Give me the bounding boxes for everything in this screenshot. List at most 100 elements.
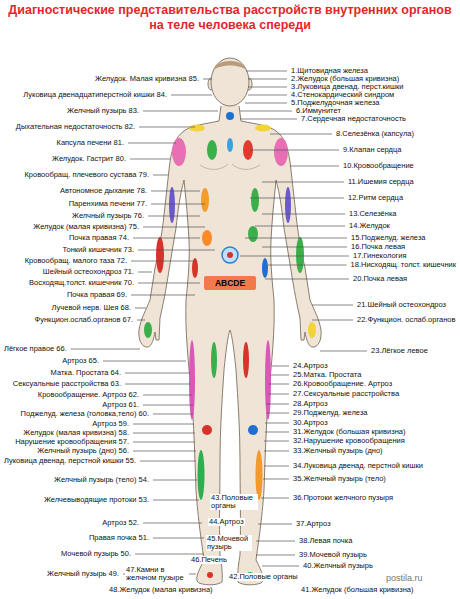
callout-label: Кровообращ. плечевого сустава 79. <box>23 171 150 179</box>
callout-label: Шейный остеохондроз 71. <box>42 268 135 276</box>
leader-line <box>248 87 287 88</box>
callout-label: Желчный пузырь 83. <box>66 107 140 115</box>
leader-line <box>268 384 289 385</box>
callout-label: Лучевой нерв. Шея 68. <box>51 304 132 312</box>
callout-label: Артроз 61. <box>101 401 140 409</box>
callout-label: Артроз 52. <box>101 519 140 527</box>
callout-label: Тонкий кишечник 73. <box>62 246 136 254</box>
leader-line <box>262 566 299 567</box>
callout-label: 22.Функцион. ослаб.органов <box>356 316 457 324</box>
leader-line <box>261 498 289 499</box>
watermark: postila.ru <box>385 573 424 583</box>
leader-line <box>263 479 289 480</box>
leader-line <box>130 159 170 160</box>
callout-label: 9.Клапан сердца <box>342 146 402 154</box>
callout-label: 18.Нисходящ. толст. кишечник <box>350 261 457 269</box>
callout-label: 21.Шейный остеохондроз <box>356 301 447 309</box>
leader-line <box>262 247 347 248</box>
leader-line <box>153 480 197 481</box>
callout-label: 48.Желудок (малая кривизна) <box>108 586 214 594</box>
callout-label: Лёгкое правое 66. <box>3 345 68 353</box>
leader-line <box>139 127 195 128</box>
callout-label: 17.Гинекология <box>352 252 408 260</box>
callout-label: Сексуальные расстройства 63. <box>12 380 122 388</box>
callout-label: 28.Артроз <box>292 400 329 408</box>
leader-line <box>148 216 200 217</box>
leader-line <box>266 404 289 405</box>
callout-label: Желудок. Малая кривизна 85. <box>94 75 200 83</box>
callout-label: 38.Левая почка <box>298 537 353 545</box>
callout-label: 37.Артроз <box>295 520 332 528</box>
leader-line <box>240 119 297 120</box>
leader-line <box>103 361 186 362</box>
callout-label: 30.Артроз <box>292 419 329 427</box>
leader-line <box>153 414 193 415</box>
callout-label: 44.Артроз <box>208 518 245 526</box>
leader-line <box>135 554 204 555</box>
callout-label: 41.Желудок (большая кривизна) <box>300 586 414 594</box>
callout-label: Луковица двенад. перстной кишки 55. <box>3 457 137 465</box>
callout-label: Автономное дыхание 78. <box>59 187 148 195</box>
leader-line <box>203 79 212 80</box>
leader-line <box>245 103 287 104</box>
leader-line <box>128 143 176 144</box>
callout-label: Желчный пузырь 49. <box>46 570 120 578</box>
callout-label: 29.Поджелуд. железа <box>292 409 369 417</box>
callout-label: 26.Кровообращение. Артроз <box>292 380 393 388</box>
callout-label: 34.Луковица двенад. перстной кишки <box>292 462 424 470</box>
leader-line <box>133 433 195 434</box>
leader-line <box>143 395 192 396</box>
callout-label: 10.Кровообращение <box>342 162 415 170</box>
leader-line <box>266 413 289 414</box>
leader-line <box>133 238 200 239</box>
leader-line <box>143 111 218 112</box>
callout-label: 32.Нарушение кровообращения <box>292 437 406 445</box>
leader-line <box>171 95 212 96</box>
leader-line <box>133 442 195 443</box>
leader-line <box>265 279 349 280</box>
callout-label: 6.Иммунитет <box>295 107 342 115</box>
callout-label: Мочевой пузырь 50. <box>60 550 132 558</box>
leader-line <box>133 451 196 452</box>
leader-line <box>320 351 367 352</box>
leader-line <box>268 265 347 266</box>
callout-label: Кровообращ. малого таза 72. <box>24 257 128 265</box>
leader-line <box>240 256 349 257</box>
leader-line <box>131 261 195 262</box>
callout-label: 43.Половые органы <box>210 494 258 510</box>
leader-line <box>140 461 196 462</box>
callout-label: 23.Лёгкое левое <box>370 347 429 355</box>
callout-label: 7.Сердечная недостаточность <box>300 115 407 123</box>
callout-label: 15.Поджелуд. железа <box>350 234 427 242</box>
leader-line <box>272 366 289 367</box>
leader-line <box>262 214 345 215</box>
callout-label: Дыхательная недостаточность 82. <box>15 123 136 131</box>
callout-label: 12.Ритм сердца <box>347 194 404 202</box>
callout-label: 35.Желчный пузырь (тело) <box>292 475 387 483</box>
leader-line <box>135 308 146 309</box>
callout-label: 16.Почка левая <box>350 243 406 251</box>
callout-label: Желудок (малая кривизна) 75. <box>32 223 140 231</box>
callout-label: Желчевыводящие протоки 53. <box>43 496 150 504</box>
leader-line <box>125 373 190 374</box>
callout-label: 40.Желчный пузырь <box>302 562 374 570</box>
leader-line <box>312 305 353 306</box>
leader-line <box>138 272 152 273</box>
callout-label: Правая почка 51. <box>88 534 150 542</box>
leader-line <box>245 238 347 239</box>
callout-label: 25.Матка. Простата <box>292 371 362 379</box>
leader-line <box>131 295 195 296</box>
leader-line <box>143 227 205 228</box>
callout-label: 8.Селезёнка (капсула) <box>335 130 415 138</box>
leader-line <box>290 166 339 167</box>
callout-label: 20.Почка левая <box>352 275 408 283</box>
callout-label: 13.Селезёнка <box>348 210 398 218</box>
leader-line <box>250 150 339 151</box>
leader-line <box>248 95 287 96</box>
leader-line <box>138 250 215 251</box>
callout-label: 11.Ишемия сердца <box>347 178 415 186</box>
callout-label: 4.Стенокардический синдром <box>290 91 395 99</box>
callout-label: Кровообращение. Артроз 62. <box>37 391 140 399</box>
leader-line <box>137 320 145 321</box>
